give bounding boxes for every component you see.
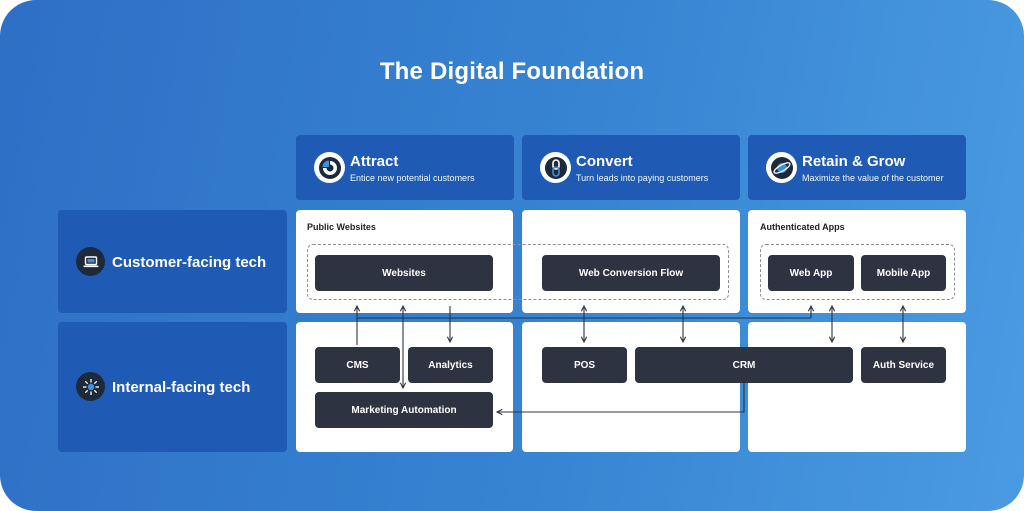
- row-label: Customer-facing tech: [112, 254, 267, 271]
- public-websites-group: [307, 244, 729, 300]
- node-web-app: Web App: [768, 255, 854, 291]
- hub-icon: [76, 372, 105, 401]
- row-header-customer-facing: Customer-facing tech: [58, 210, 287, 313]
- authenticated-apps-group: [760, 244, 955, 300]
- column-header-retain-grow: Retain & Grow Maximize the value of the …: [748, 135, 966, 200]
- node-analytics: Analytics: [408, 347, 493, 383]
- node-crm: CRM: [635, 347, 853, 383]
- laptop-icon: [76, 247, 105, 276]
- node-web-conversion-flow: Web Conversion Flow: [542, 255, 720, 291]
- column-subtitle: Maximize the value of the customer: [802, 173, 944, 183]
- arrow-crm-marketing-automation: [497, 383, 745, 412]
- row-header-internal-facing: Internal-facing tech: [58, 322, 287, 452]
- node-marketing-automation: Marketing Automation: [315, 392, 493, 428]
- column-title: Attract: [350, 153, 399, 170]
- node-cms: CMS: [315, 347, 400, 383]
- group-label-public-websites: Public Websites: [307, 222, 376, 232]
- diagram-title: The Digital Foundation: [379, 58, 645, 85]
- column-subtitle: Entice new potential customers: [350, 173, 475, 183]
- planet-icon: [766, 152, 797, 183]
- node-mobile-app: Mobile App: [861, 255, 946, 291]
- node-pos: POS: [542, 347, 627, 383]
- row-label: Internal-facing tech: [112, 379, 251, 396]
- node-auth-service: Auth Service: [861, 347, 946, 383]
- cell-convert-internal: [522, 322, 740, 452]
- column-header-attract: Attract Entice new potential customers: [296, 135, 514, 200]
- column-title: Retain & Grow: [802, 153, 906, 170]
- group-label-authenticated-apps: Authenticated Apps: [760, 222, 845, 232]
- column-header-convert: Convert Turn leads into paying customers: [522, 135, 740, 200]
- cell-retain-internal: [748, 322, 966, 452]
- link-icon: [540, 152, 571, 183]
- node-websites: Websites: [315, 255, 493, 291]
- column-title: Convert: [576, 153, 633, 170]
- pie-chart-icon: [314, 152, 345, 183]
- column-subtitle: Turn leads into paying customers: [576, 173, 709, 183]
